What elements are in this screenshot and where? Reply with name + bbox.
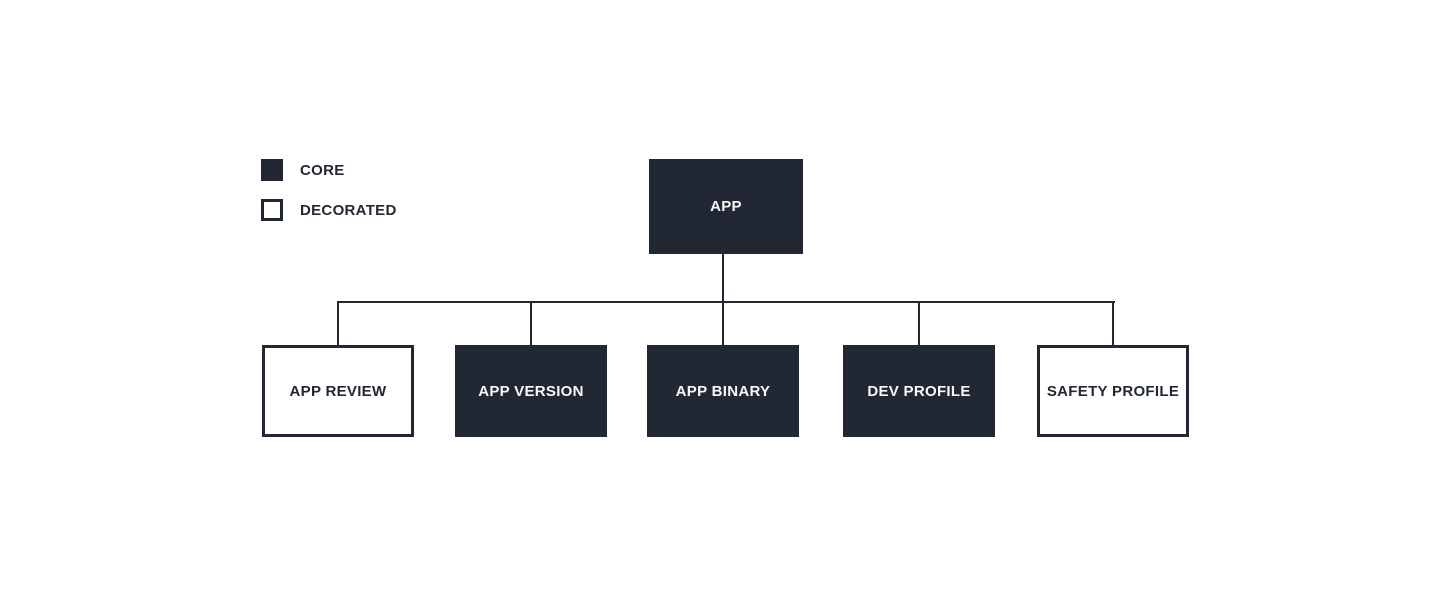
connector-bus — [337, 301, 1115, 303]
node-app-label: APP — [710, 198, 742, 215]
node-dev-profile: DEV PROFILE — [843, 345, 995, 437]
legend-item-decorated: DECORATED — [261, 198, 397, 222]
node-app-binary: APP BINARY — [647, 345, 799, 437]
legend-item-core: CORE — [261, 158, 397, 182]
core-swatch-icon — [261, 159, 283, 181]
node-app: APP — [649, 159, 803, 254]
connector-root-stem — [722, 253, 724, 346]
decorated-swatch-icon — [261, 199, 283, 221]
node-safety-profile: SAFETY PROFILE — [1037, 345, 1189, 437]
legend-label-decorated: DECORATED — [300, 201, 397, 219]
connector-drop-dev-profile — [918, 301, 920, 345]
node-safety-profile-label: SAFETY PROFILE — [1046, 382, 1180, 400]
node-app-version-label: APP VERSION — [478, 382, 584, 400]
legend-label-core: CORE — [300, 161, 345, 179]
node-app-version: APP VERSION — [455, 345, 607, 437]
legend: CORE DECORATED — [261, 158, 397, 238]
node-dev-profile-label: DEV PROFILE — [867, 382, 971, 400]
node-app-review: APP REVIEW — [262, 345, 414, 437]
connector-drop-app-review — [337, 301, 339, 345]
node-app-binary-label: APP BINARY — [675, 382, 771, 400]
node-app-review-label: APP REVIEW — [289, 382, 387, 400]
connector-drop-safety-profile — [1112, 301, 1114, 345]
connector-drop-app-version — [530, 301, 532, 345]
